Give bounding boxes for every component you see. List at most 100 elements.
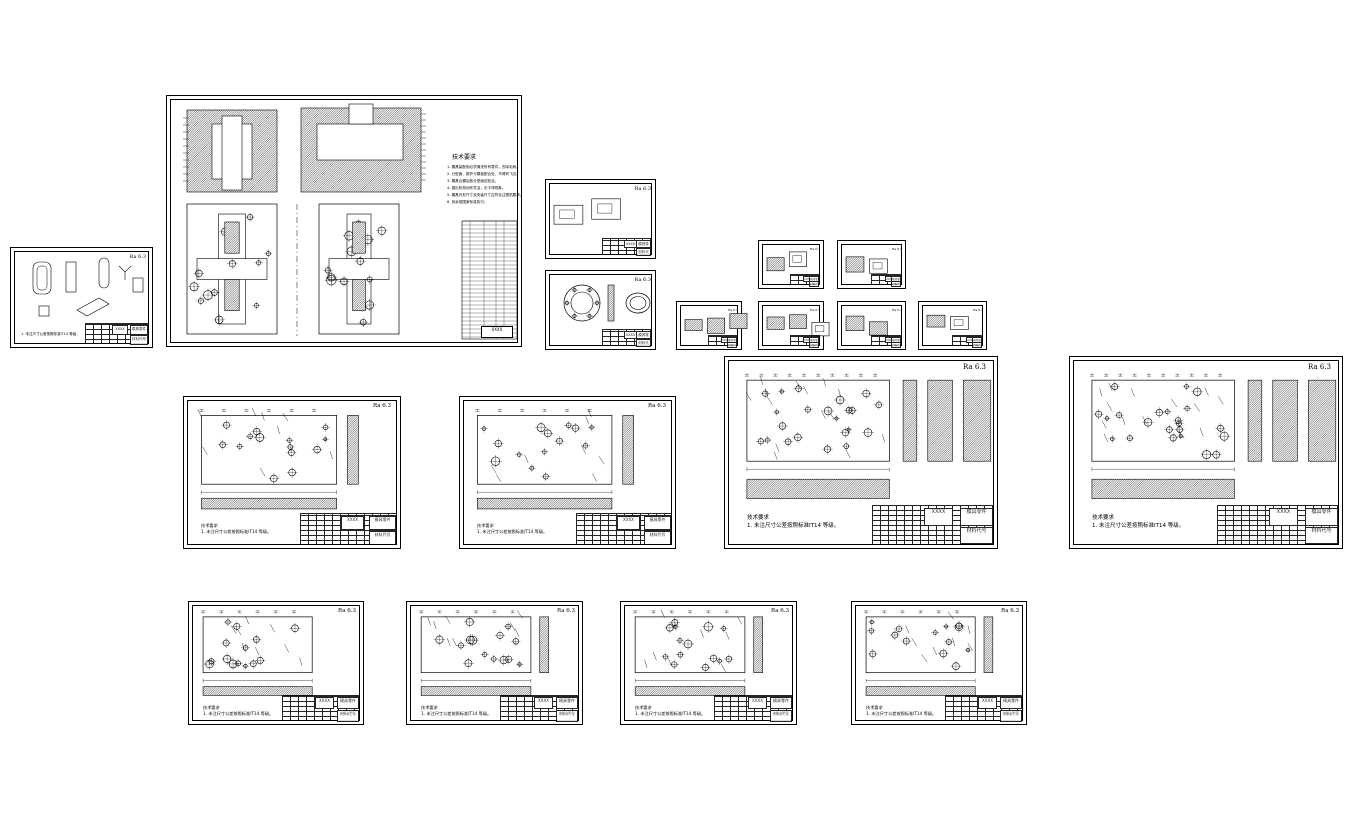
title-block-material: 材料代号	[891, 342, 901, 348]
title-block-drawing-name: 模具零件	[770, 697, 792, 709]
title-block-material: 材料代号	[636, 248, 651, 256]
sheet-border	[549, 274, 652, 346]
title-block-material: 材料代号	[1305, 527, 1338, 544]
title-block-company: XXXX	[1269, 508, 1298, 526]
roughness-mark: Ra 6.3	[963, 363, 986, 371]
assembly-note: 6. 其余按国家标准执行。	[447, 200, 488, 204]
title-block-drawing-name: 模具零件	[369, 516, 396, 530]
sheet-border	[187, 400, 397, 545]
roughness-mark: Ra 6.3	[1308, 363, 1331, 371]
title-block-company: XXXX	[534, 697, 553, 709]
tolerance-note: 1. 未注尺寸公差按照标准IT14 等级。	[203, 711, 274, 716]
assembly-note: 4. 推出机构动作灵活，无卡滞现象。	[447, 186, 506, 190]
tech-requirements-title: 技术要求	[421, 705, 438, 710]
mini-sheet-4: XXXX模具零件材料代号Ra 6.3	[758, 301, 830, 350]
sheet-border	[14, 251, 149, 344]
title-block-drawing-name: 模具零件	[337, 697, 359, 709]
sheet-border	[855, 605, 1023, 721]
title-block-material: 材料代号	[770, 710, 792, 722]
title-block-material: 材料代号	[809, 342, 819, 348]
assembly-notes-title: 技术要求	[452, 154, 477, 161]
roughness-mark: Ra 6.3	[1000, 608, 1019, 614]
title-block-material: 材料代号	[960, 527, 993, 544]
title-block: XXXX 模具零件材料代号	[576, 513, 672, 545]
part-drawing	[845, 256, 888, 274]
sheet-border	[549, 183, 652, 255]
sheet-border	[624, 605, 793, 721]
tech-requirements-title: 技术要求	[201, 523, 218, 528]
sheet-border	[192, 605, 360, 721]
roughness-mark: Ra 6.3	[973, 308, 983, 312]
roughness-mark: Ra 6.3	[810, 247, 820, 251]
roughness-mark: Ra 6.3	[129, 254, 146, 260]
part-drawing	[864, 610, 994, 696]
tolerance-note: 1. 未注尺寸公差按照标准IT14 等级。	[477, 529, 548, 534]
title-block-drawing-name: 模具零件	[1305, 508, 1338, 526]
roughness-mark: Ra 6.3	[892, 247, 902, 251]
title-block-drawing-name: 模具零件	[644, 516, 671, 530]
tolerance-note: 1. 未注尺寸公差按照标准IT14 等级。	[747, 523, 840, 529]
title-block-material: 材料代号	[1000, 710, 1022, 722]
part-drawing	[1089, 373, 1337, 499]
tech-requirements-title: 技术要求	[477, 523, 494, 528]
roughness-mark: Ra 6.3	[892, 308, 902, 312]
roughness-mark: Ra 6.3	[337, 608, 356, 614]
title-block-material: 材料代号	[727, 342, 737, 348]
part-sheet-slider: XXXX模具零件材料代号Ra 6.3	[545, 179, 656, 259]
title-block-material: 材料代号	[556, 710, 578, 722]
tolerance-note: 1. 未注尺寸公差按照标准IT14 等级。	[421, 711, 492, 716]
tech-requirements-title: 技术要求	[635, 705, 652, 710]
roughness-mark: Ra 6.3	[556, 608, 575, 614]
assembly-note: 1. 模具装配前必须清洗所有零件，去除毛刺。	[447, 165, 520, 169]
title-block-material: 材料代号	[636, 339, 651, 347]
sheet-border	[728, 360, 994, 545]
tech-requirements-title: 技术要求	[747, 515, 770, 521]
tolerance-note: 1. 未注尺寸公差按照标准IT14 等级。	[201, 529, 272, 534]
roughness-mark: Ra 6.3	[770, 608, 789, 614]
sheet-border	[170, 99, 518, 343]
sheet-border	[410, 605, 579, 721]
title-block-company: XXXX	[748, 697, 767, 709]
assembly-note: 5. 模具外形尺寸及安装尺寸应符合注塑机要求。	[447, 193, 524, 197]
part-drawing	[563, 284, 651, 322]
part-drawing	[684, 313, 748, 334]
title-block-material: 材料代号	[369, 531, 396, 545]
title-block-company: XXXX	[617, 516, 640, 530]
roughness-mark: Ra 6.3	[728, 308, 738, 312]
roughness-mark: Ra 6.3	[810, 308, 820, 312]
title-block-company: XXXX	[315, 697, 334, 709]
title-block-company: XXXX	[341, 516, 364, 530]
title-block: XXXX 模具零件材料代号	[300, 513, 397, 545]
title-block-company: XXXX	[112, 325, 128, 335]
title-block: XXXX 模具零件材料代号	[1217, 505, 1339, 545]
part-drawing	[766, 314, 830, 337]
part-drawing	[926, 314, 969, 330]
tolerance-note: 1. 未注尺寸公差按照标准IT14 等级。	[1092, 523, 1185, 529]
title-block-company: XXXX	[978, 697, 997, 709]
assembly-note: 3. 模具合模后各分型面应贴合。	[447, 179, 499, 183]
part-drawing	[183, 103, 518, 340]
part-drawing	[633, 609, 763, 696]
title-block-material: 材料代号	[644, 531, 671, 545]
part-drawing	[744, 373, 992, 499]
part-drawing	[475, 408, 634, 510]
tech-requirements-title: 技术要求	[203, 705, 220, 710]
